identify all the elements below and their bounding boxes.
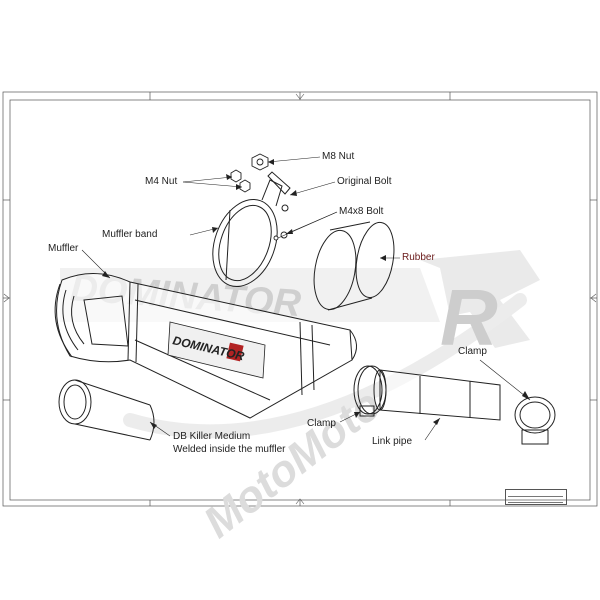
m4-nut	[230, 169, 251, 193]
label-db-killer-line2: Welded inside the muffler	[173, 444, 286, 455]
link-pipe	[373, 369, 501, 421]
label-rubber: Rubber	[402, 252, 435, 263]
label-clamp-middle: Clamp	[307, 418, 336, 429]
label-original-bolt: Original Bolt	[337, 176, 392, 187]
center-mark-bottom	[295, 498, 305, 505]
label-m8-nut: M8 Nut	[322, 151, 355, 162]
center-mark-left	[3, 293, 10, 303]
clamp-right	[514, 396, 556, 445]
muffler-logo-plate	[167, 321, 266, 379]
center-mark-top	[295, 93, 305, 100]
db-killer	[58, 379, 155, 441]
title-block	[505, 489, 567, 505]
m8-nut	[251, 153, 269, 171]
title-block-line-1	[508, 492, 563, 497]
m4x8-bolt	[273, 231, 288, 241]
title-block-line-2	[508, 498, 563, 503]
label-m4x8-bolt: M4x8 Bolt	[339, 206, 384, 217]
drawing-frame	[2, 91, 598, 507]
clamp-middle	[353, 365, 387, 417]
label-link-pipe: Link pipe	[372, 436, 413, 447]
muffler-band	[212, 179, 283, 288]
watermark-letter: R	[440, 273, 498, 362]
label-muffler: Muffler	[48, 243, 79, 254]
leader-arrowheads	[102, 159, 530, 429]
rubber	[313, 221, 395, 311]
label-m4-nut: M4 Nut	[145, 176, 178, 187]
center-mark-right	[590, 293, 597, 303]
label-clamp-right: Clamp	[458, 346, 487, 357]
original-bolt-bracket	[267, 171, 291, 212]
label-db-killer-line1: DB Killer Medium	[173, 431, 251, 442]
label-muffler-band: Muffler band	[102, 229, 158, 240]
